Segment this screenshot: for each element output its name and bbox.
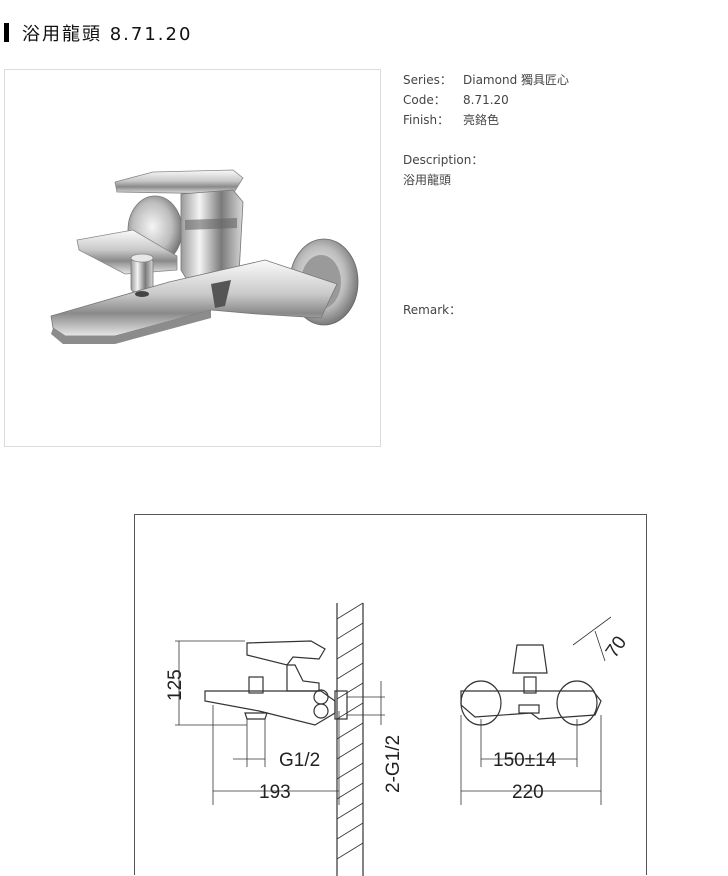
technical-drawing: 125 G1/2 193 2-G1/2 70 150±14 220 — [134, 514, 647, 876]
dim-width: 220 — [512, 782, 544, 803]
faucet-illustration — [50, 169, 359, 344]
dim-angle: 70 — [602, 633, 631, 662]
description-label: Description： — [403, 153, 484, 167]
code-label: Code： — [403, 93, 446, 107]
code-value: 8.71.20 — [463, 93, 509, 107]
dim-length: 193 — [259, 782, 291, 803]
title-accent-bar — [4, 23, 9, 42]
series-value: Diamond 獨具匠心 — [463, 73, 569, 87]
finish-row: Finish： 亮鉻色 — [403, 110, 499, 130]
description-value: 浴用龍頭 — [403, 173, 452, 187]
series-label: Series： — [403, 73, 452, 87]
code-row: Code： 8.71.20 — [403, 90, 509, 110]
finish-value: 亮鉻色 — [463, 113, 500, 127]
series-row: Series： Diamond 獨具匠心 — [403, 70, 569, 90]
dim-inlet: 2-G1/2 — [383, 735, 404, 793]
dimension-diagram: 125 G1/2 193 2-G1/2 70 150±14 220 — [165, 602, 631, 876]
dim-height: 125 — [165, 669, 186, 701]
product-photo — [4, 69, 381, 447]
remark-label: Remark： — [403, 303, 462, 317]
dim-thread: G1/2 — [279, 750, 320, 771]
finish-label: Finish： — [403, 113, 450, 127]
page-title: 浴用龍頭 8.71.20 — [22, 24, 193, 45]
dim-center: 150±14 — [493, 750, 557, 771]
